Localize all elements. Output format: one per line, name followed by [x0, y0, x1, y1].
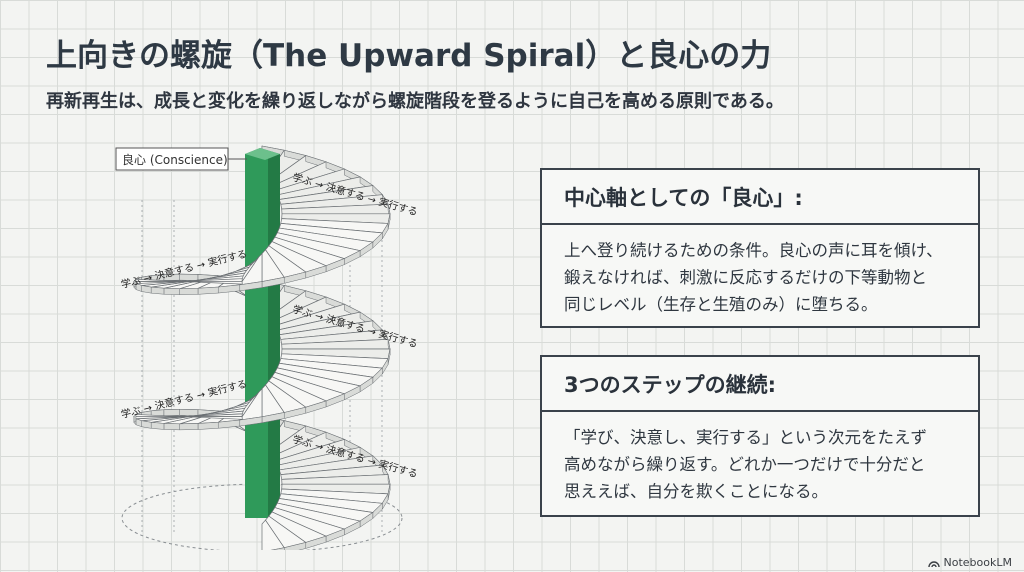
spiral-staircase-diagram: 良心 (Conscience) 学ぶ → 決意する → 実行する 学ぶ → 決意… — [110, 140, 530, 559]
card-three-steps-heading: 3つのステップの継続: — [542, 357, 978, 412]
card-conscience-line: 同じレベル（生存と生殖のみ）に堕ちる。 — [564, 295, 878, 314]
page-subtitle: 再新再生は、成長と変化を繰り返しながら螺旋階段を登るように自己を高める原則である… — [46, 91, 784, 112]
pillar-side — [268, 154, 280, 518]
spiral-svg: 良心 (Conscience) 学ぶ → 決意する → 実行する 学ぶ → 決意… — [115, 145, 419, 559]
card-three-steps-line: 思ええば、自分を欺くことになる。 — [564, 482, 828, 501]
card-conscience: 中心軸としての「良心」: 上へ登り続けるための条件。良心の声に耳を傾け、 鍛えな… — [540, 168, 980, 328]
logo-text: NotebookLM — [943, 556, 1012, 569]
card-conscience-heading: 中心軸としての「良心」: — [542, 170, 978, 225]
card-three-steps-body: 「学び、決意し、実行する」という次元をたえず 高めながら繰り返す。どれか一つだけ… — [542, 412, 978, 515]
card-three-steps-line: 「学び、決意し、実行する」という次元をたえず — [564, 428, 927, 447]
pillar-top — [245, 148, 280, 160]
card-three-steps-line: 高めながら繰り返す。どれか一つだけで十分だと — [564, 455, 926, 474]
card-three-steps: 3つのステップの継続: 「学び、決意し、実行する」という次元をたえず 高めながら… — [540, 355, 980, 517]
axis-label: 良心 (Conscience) — [115, 147, 247, 171]
center-pillar — [245, 148, 280, 518]
card-conscience-line: 鍛えなければ、刺激に反応するだけの下等動物と — [564, 268, 927, 287]
axis-label-text: 良心 (Conscience) — [122, 152, 228, 167]
page-title: 上向きの螺旋（The Upward Spiral）と良心の力 — [46, 38, 772, 74]
card-conscience-line: 上へ登り続けるための条件。良心の声に耳を傾け、 — [564, 241, 943, 260]
card-conscience-body: 上へ登り続けるための条件。良心の声に耳を傾け、 鍛えなければ、刺激に反応するだけ… — [542, 225, 978, 326]
notebooklm-logo: NotebookLM — [927, 556, 1012, 569]
notebooklm-icon — [927, 560, 940, 567]
